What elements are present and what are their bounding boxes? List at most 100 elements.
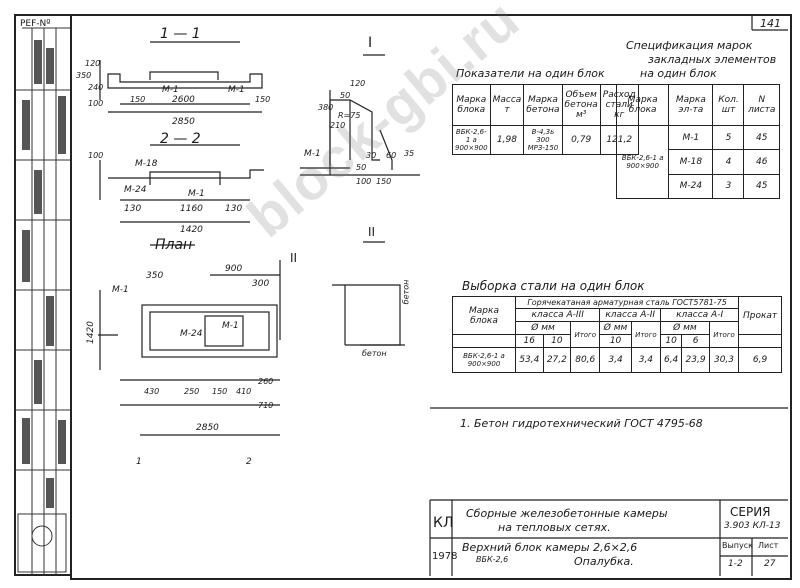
plan-sec2: 2 <box>246 457 252 467</box>
detail1-b50: 50 <box>356 163 367 172</box>
table-parts-block: ВБК-2,6-1 а 900×900 <box>615 125 670 199</box>
detail1-h210: 210 <box>330 121 346 130</box>
plan-d410: 410 <box>236 387 252 396</box>
title-name3: Верхний блок камеры 2,6×2,6 <box>462 541 638 554</box>
table-steel-caption: Выборка стали на один блок <box>462 279 645 293</box>
detail1-radius: R=75 <box>338 111 361 120</box>
table-block-cell: В-4,3ь 300 МРЗ-150 <box>523 125 563 155</box>
title-name5: Опалубка. <box>574 555 634 568</box>
title-series-label: СЕРИЯ <box>730 505 771 519</box>
plan-d260: 260 <box>258 377 274 386</box>
table-parts-cell: М-1 <box>668 124 714 151</box>
table-parts-header: Кол. шт <box>712 84 745 126</box>
table-parts-cell: 4 <box>712 149 745 175</box>
plan-roman: II <box>290 251 298 265</box>
table-steel-itogo: Итого <box>570 321 601 348</box>
plan-d430: 430 <box>144 387 160 396</box>
plan-m1-left: M-1 <box>112 285 129 295</box>
section1-d150-right: 150 <box>255 95 271 104</box>
sheet-frame <box>70 14 792 580</box>
table-parts: Марка блока Марка эл-та Кол. шт N листа … <box>615 84 780 200</box>
table-block-header: Объем бетона м³ <box>561 84 601 126</box>
table-parts-caption1: Спецификация марок <box>626 39 753 52</box>
detail1-b30: 30 <box>366 151 377 160</box>
section1-dim-inner: 2600 <box>172 95 195 105</box>
detail1-b100: 100 <box>356 177 372 186</box>
table-steel-value: 6,4 <box>659 347 683 373</box>
section2-h100: 100 <box>88 151 104 160</box>
table-steel-phi: Ø мм <box>599 321 632 335</box>
table-steel-value: 53,4 <box>515 347 544 373</box>
table-steel-h-block: Марка блока <box>452 296 516 335</box>
detail2-label1: бетон <box>401 279 411 305</box>
title-series: 3.903 КЛ-13 <box>724 521 781 531</box>
title-name1: Сборные железобетонные камеры <box>466 507 668 520</box>
table-parts-cell: 45 <box>743 124 780 151</box>
section2-d1160: 1160 <box>180 204 203 214</box>
table-steel-prokat: Прокат <box>738 296 782 335</box>
table-parts-caption2: закладных элементов <box>648 53 777 66</box>
drawing-note: 1. Бетон гидротехнический ГОСТ 4795-68 <box>460 417 703 430</box>
table-parts-header: Марка эл-та <box>668 84 714 126</box>
plan-title: План <box>155 237 193 253</box>
plan-sec1: 1 <box>136 457 142 467</box>
detail1-roman: I <box>368 35 373 51</box>
table-steel-itogo: Итого <box>630 321 662 348</box>
title-sheet: 27 <box>764 559 776 569</box>
section1-h120: 120 <box>85 59 101 68</box>
section1-d150-left: 150 <box>130 95 146 104</box>
section2-d130-left: 130 <box>124 204 142 214</box>
title-sheet-top: 141 <box>760 17 781 30</box>
table-block-cell: 1,98 <box>489 125 525 155</box>
plan-d150: 150 <box>212 387 228 396</box>
table-steel-value: 3,4 <box>599 347 632 373</box>
table-block-caption: Показатели на один блок <box>456 67 605 80</box>
section1-dim-total: 2850 <box>172 117 195 127</box>
section2-m24: M-24 <box>124 185 147 195</box>
title-issue-label: Выпуск <box>722 541 753 550</box>
table-parts-cell: М-24 <box>668 173 714 200</box>
detail1-b60: 60 <box>386 151 397 160</box>
table-steel-row-block: ВБК-2,6-1 а 900×900 <box>452 347 516 373</box>
section1-title: 1 — 1 <box>160 26 201 42</box>
title-org: КЛ <box>433 515 454 531</box>
section1-h100: 100 <box>88 99 104 108</box>
detail2-label2: бетон <box>362 349 387 358</box>
left-stamp-strip: PEF-Nº <box>14 14 70 576</box>
detail1-m1: M-1 <box>304 149 321 159</box>
plan-d900: 900 <box>225 264 243 274</box>
table-parts-header: Марка блока <box>615 84 670 126</box>
title-name4: ВБК-2,6 <box>476 555 509 564</box>
table-steel-diam-spacer <box>738 334 782 348</box>
table-steel-value: 80,6 <box>570 347 601 373</box>
title-year: 1978 <box>432 551 458 562</box>
title-name2: на тепловых сетях. <box>498 521 611 534</box>
table-steel-value: 3,4 <box>630 347 662 373</box>
section1-h350: 350 <box>76 71 92 80</box>
table-steel-phi: Ø мм <box>514 321 572 335</box>
table-steel-cls2: класса А-II <box>599 308 661 322</box>
table-steel-value: 30,3 <box>708 347 740 373</box>
table-steel-phi: Ø мм <box>660 321 710 335</box>
table-steel-diam: 10 <box>542 334 572 348</box>
section2-m1: M-1 <box>188 189 205 199</box>
plan-d350: 350 <box>146 271 164 281</box>
plan-d710: 710 <box>258 401 274 410</box>
detail1-b150: 150 <box>376 177 392 186</box>
detail1-h380: 380 <box>318 103 334 112</box>
table-parts-caption3: на один блок <box>640 67 717 80</box>
table-steel: Марка блока Горячекатаная арматурная ста… <box>452 296 782 373</box>
plan-d300: 300 <box>252 279 270 289</box>
table-steel-diam: 16 <box>515 334 544 348</box>
table-block-cell: 0,79 <box>561 125 601 155</box>
table-steel-itogo: Итого <box>708 321 740 348</box>
section1-m1-right: M-1 <box>228 85 245 95</box>
table-parts-header: N листа <box>743 84 780 126</box>
detail1-h120: 120 <box>350 79 366 88</box>
table-block-header: Масса т <box>489 84 525 126</box>
table-block-cell: ВБК-2,6-1 а 900×900 <box>452 125 491 155</box>
table-steel-value: 6,9 <box>738 347 782 373</box>
